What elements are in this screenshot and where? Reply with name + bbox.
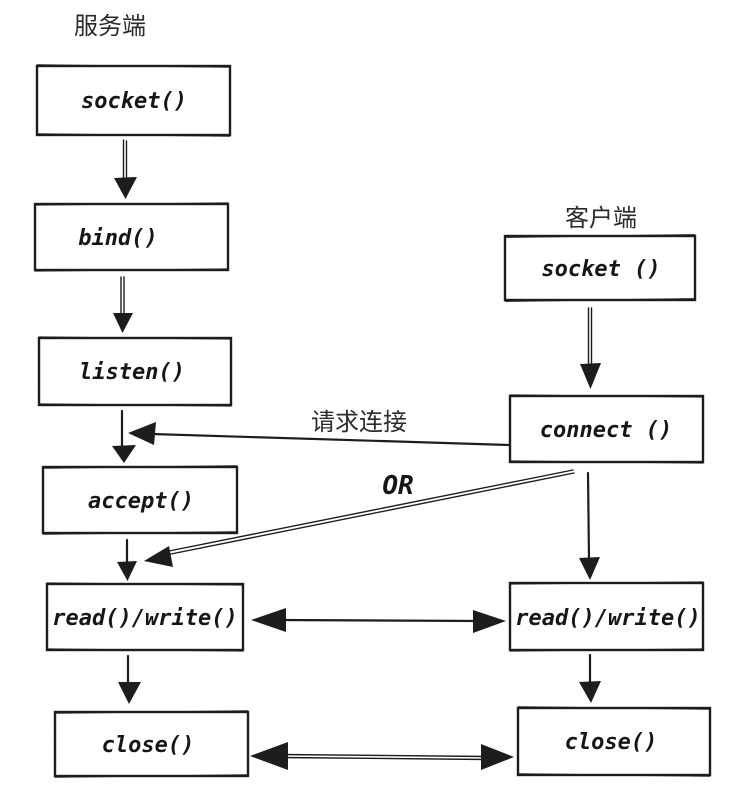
arrow-or-diagonal xyxy=(144,469,575,567)
server-socket-label: socket() xyxy=(81,89,187,114)
server-listen-box-border xyxy=(37,336,233,407)
arrow-close-bidirectional xyxy=(250,742,514,770)
server-listen-box: listen() xyxy=(37,336,233,407)
server-readwrite-box: read()/write() xyxy=(45,582,245,652)
client-connect-box-border xyxy=(508,394,705,464)
arrow-request-connection xyxy=(128,422,512,447)
server-socket-box: socket() xyxy=(35,64,232,137)
arrow-server-bind-to-listen xyxy=(113,276,133,333)
server-bind-box: bind() xyxy=(33,202,230,272)
server-close-label: close() xyxy=(102,733,195,758)
client-readwrite-box-border xyxy=(508,581,705,652)
arrow-server-readwrite-to-close xyxy=(118,654,141,704)
server-accept-box: accept() xyxy=(41,465,239,535)
arrow-server-socket-to-bind xyxy=(114,139,137,199)
client-title: 客户端 xyxy=(565,205,637,232)
arrow-client-readwrite-to-close xyxy=(579,653,601,703)
client-close-box: close() xyxy=(516,706,712,777)
server-title: 服务端 xyxy=(74,13,146,40)
arrow-readwrite-bidirectional xyxy=(251,608,506,633)
server-listen-label: listen() xyxy=(79,360,185,385)
client-close-box-border xyxy=(516,706,712,777)
server-accept-label: accept() xyxy=(88,489,194,514)
server-close-box: close() xyxy=(53,710,250,778)
server-close-box-border xyxy=(53,710,250,778)
client-connect-box: connect () xyxy=(508,394,705,464)
client-connect-label: connect () xyxy=(540,418,672,443)
or-label: OR xyxy=(382,471,413,501)
arrow-server-listen-to-accept xyxy=(112,409,136,463)
client-close-label: close() xyxy=(565,730,658,755)
client-socket-box: socket () xyxy=(503,234,697,302)
arrow-server-accept-to-readwrite xyxy=(117,538,137,581)
arrow-client-socket-to-connect xyxy=(580,307,601,389)
request-connection-label: 请求连接 xyxy=(311,409,407,436)
arrow-client-connect-to-readwrite xyxy=(579,471,600,580)
server-bind-label: bind() xyxy=(78,226,157,251)
client-readwrite-box: read()/write() xyxy=(508,581,705,652)
client-readwrite-label: read()/write() xyxy=(515,606,700,631)
client-socket-label: socket () xyxy=(541,257,660,282)
server-socket-box-border xyxy=(35,64,232,137)
server-readwrite-label: read()/write() xyxy=(52,606,237,631)
